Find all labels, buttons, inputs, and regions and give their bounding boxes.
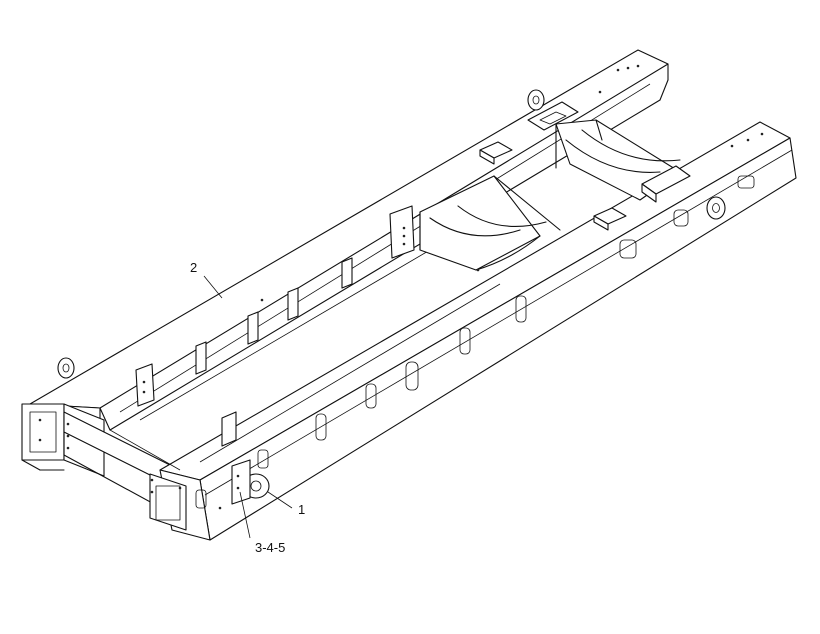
side-slots xyxy=(195,175,755,509)
leader-1 xyxy=(267,491,293,509)
right-rail-end xyxy=(149,473,187,531)
part-345-bracket xyxy=(231,459,251,505)
rear-cradle xyxy=(419,175,561,271)
floor-edges xyxy=(109,249,501,471)
pads xyxy=(479,101,691,231)
callout-1: 1 xyxy=(298,502,305,517)
callout-2: 2 xyxy=(190,260,197,275)
bolt-dots xyxy=(38,64,764,510)
leader-2 xyxy=(203,275,223,299)
leader-lines xyxy=(203,275,293,539)
brackets xyxy=(135,205,415,505)
leader-345 xyxy=(239,491,251,539)
callout-3-4-5: 3-4-5 xyxy=(255,540,285,555)
